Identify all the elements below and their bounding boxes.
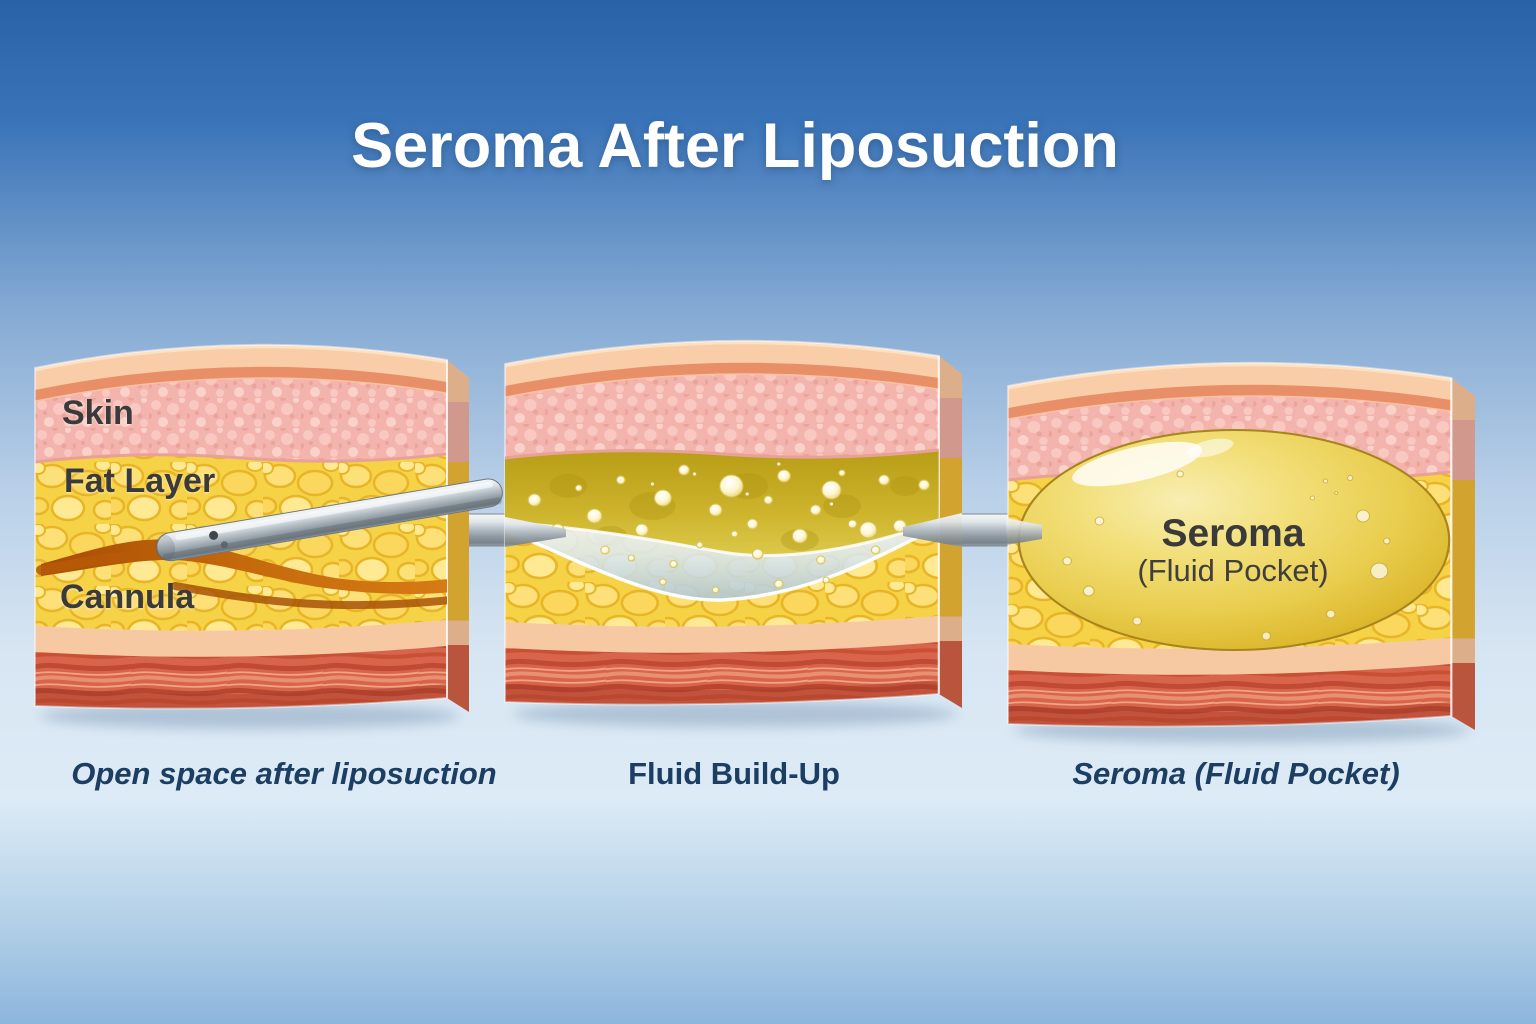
- olive-fluid-region: [505, 450, 939, 556]
- label-fat-layer: Fat Layer: [64, 462, 216, 500]
- caption-seroma: Seroma (Fluid Pocket): [1072, 756, 1400, 791]
- seroma-droplets: [1062, 470, 1391, 641]
- caption-open-space: Open space after liposuction: [71, 756, 497, 791]
- label-seroma-subtitle: (Fluid Pocket): [1137, 553, 1329, 588]
- rod-tips: [505, 513, 1042, 547]
- panel-fluid-buildup: [503, 320, 962, 708]
- cannula-shaft: [154, 478, 503, 562]
- label-seroma: Seroma: [1161, 512, 1305, 555]
- label-cannula: Cannula: [60, 578, 195, 616]
- fluid-bubbles: [527, 464, 930, 594]
- label-skin: Skin: [62, 394, 134, 432]
- page-title: Seroma After Liposuction: [351, 111, 1119, 182]
- panel-open-space: [33, 324, 503, 712]
- seroma-highlight: [1072, 441, 1203, 487]
- fluid-lens: [505, 520, 939, 601]
- caption-fluid-buildup: Fluid Build-Up: [628, 756, 840, 791]
- panel-seroma: [1006, 342, 1475, 730]
- open-space-shape: [36, 539, 447, 610]
- fluid-sparkles: [650, 462, 834, 506]
